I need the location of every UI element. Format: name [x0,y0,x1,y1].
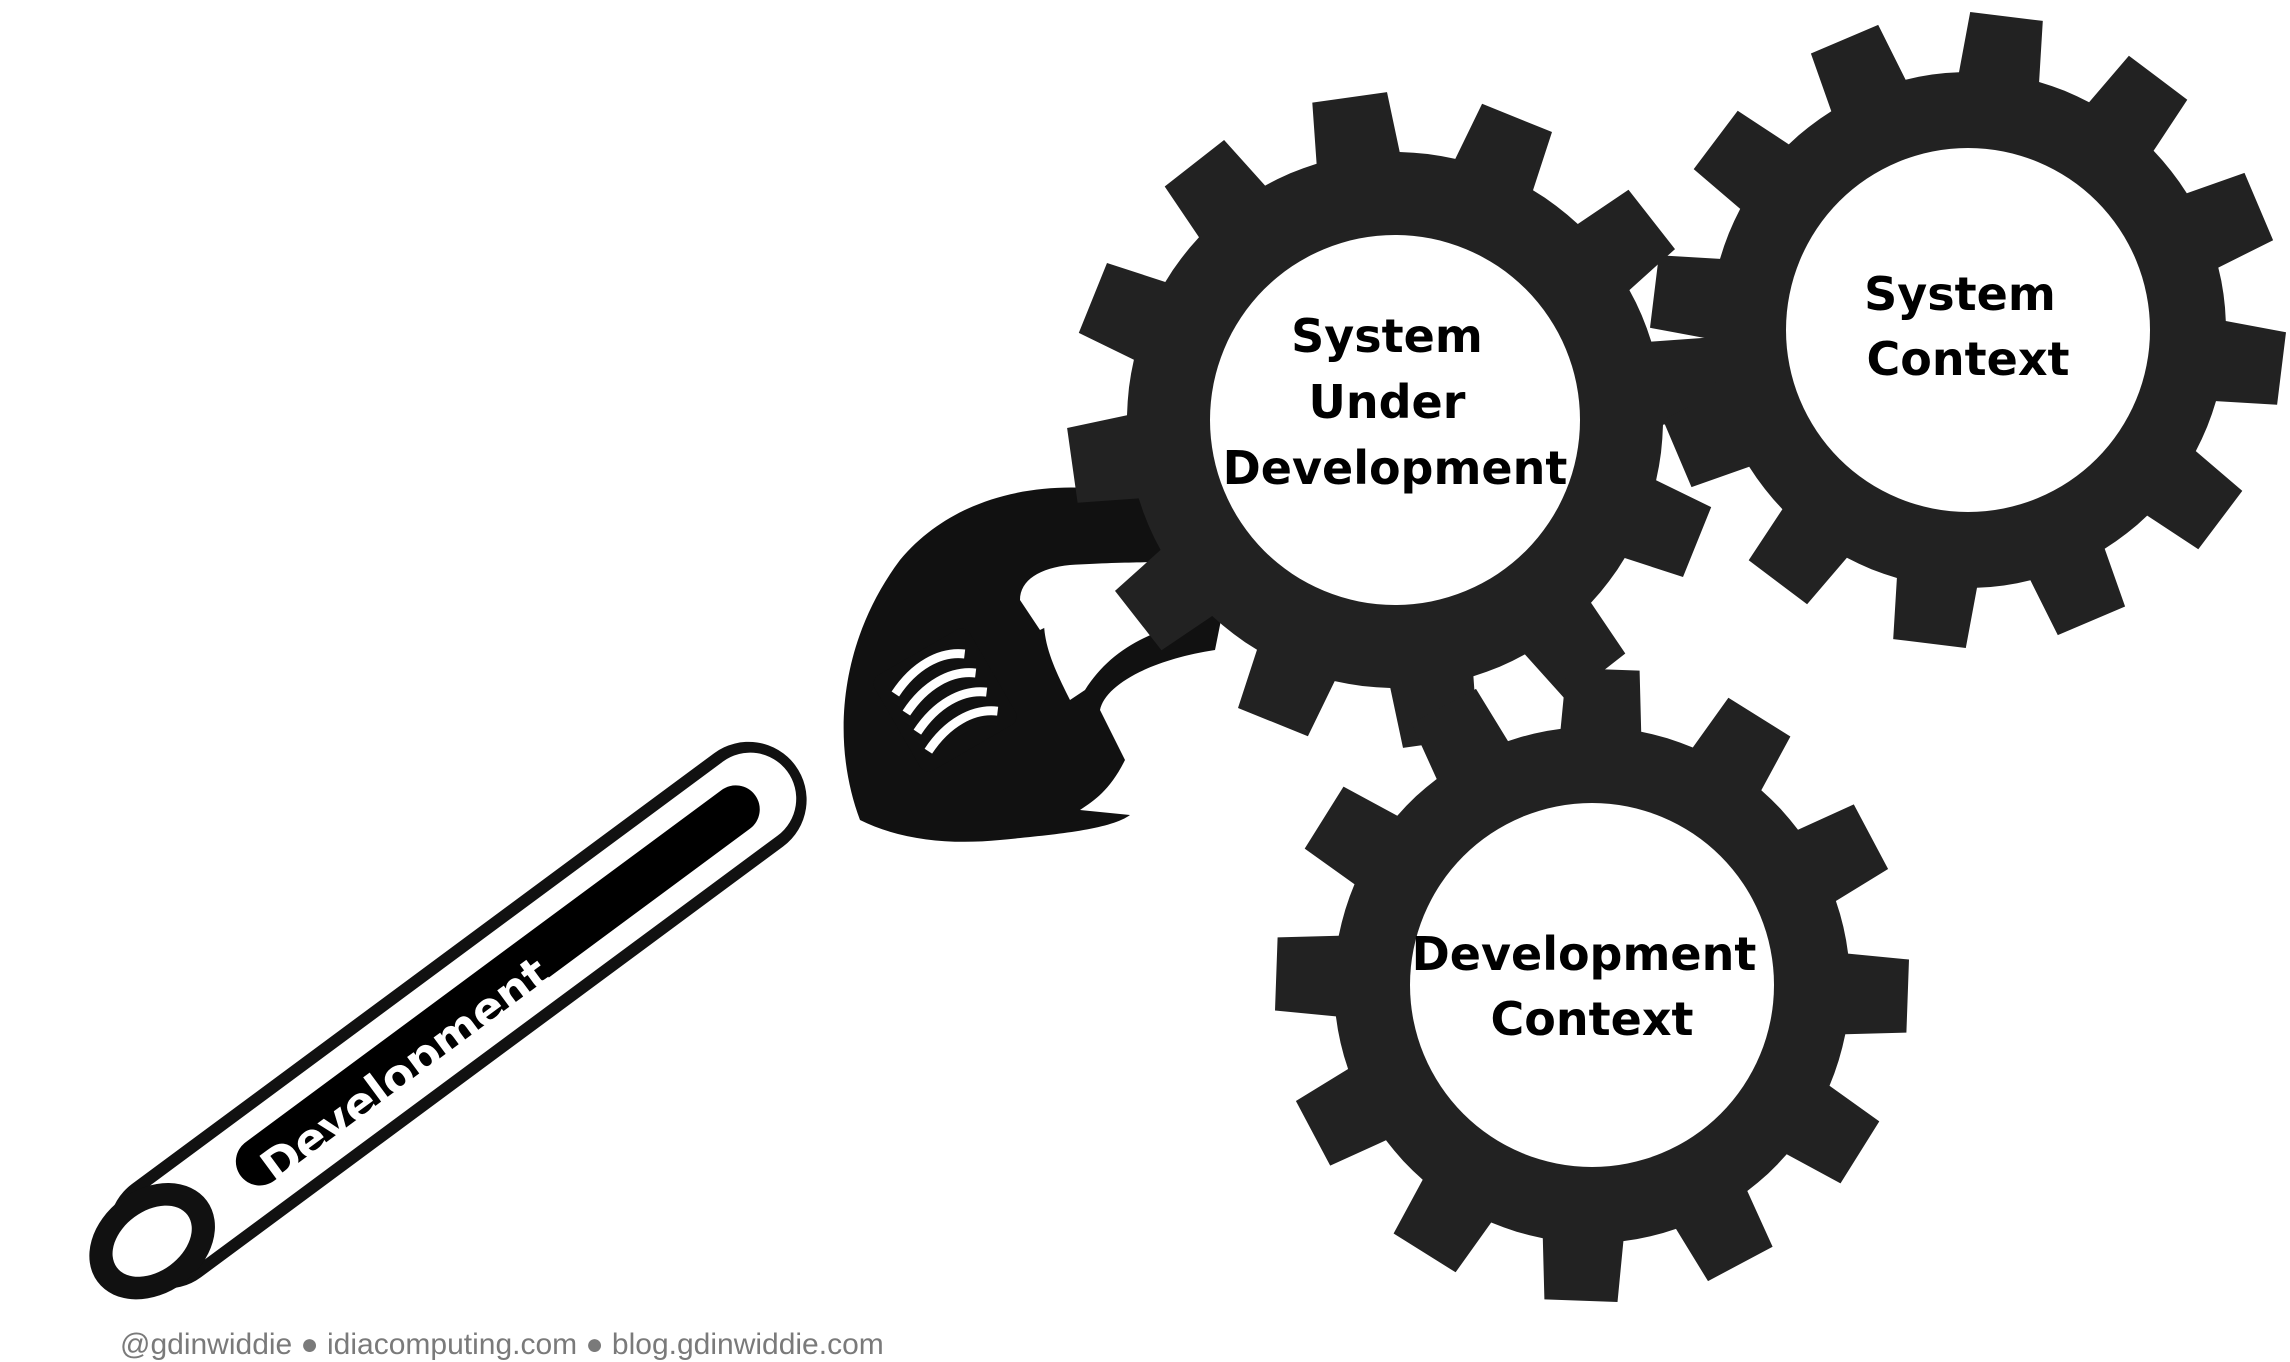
gear-icon-system-under-development: System Under Development [1067,92,1723,748]
gear-label-system-under-development: System Under Development [1223,309,1568,495]
footer-credits: @gdinwiddie ● idiacomputing.com ● blog.g… [120,1328,884,1361]
gear-icon-system-context: System Context [1650,12,2286,648]
gear-icon-development-context: Development Context [1275,668,1909,1302]
gear-label-development-context: Development Context [1412,927,1773,1046]
adjustable-wrench-icon: Development [89,487,1225,1300]
gear-label-system-context: System Context [1864,267,2072,386]
